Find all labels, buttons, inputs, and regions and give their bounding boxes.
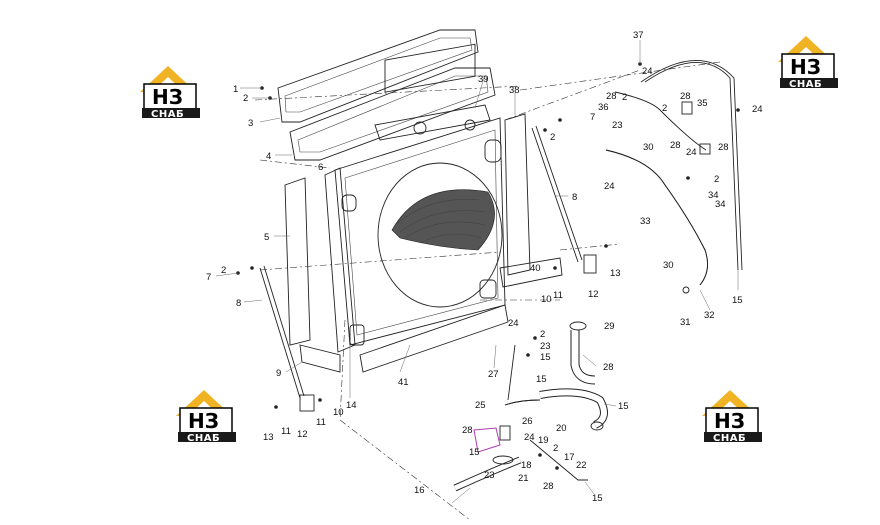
callout-labels: 1 2 3 4 5 6 7 2 8 9 13 11 12 10 11 14 39… — [206, 30, 763, 504]
callout-number: 41 — [398, 377, 409, 388]
brand-logo: НЗ СНАБ — [140, 66, 200, 120]
callout-number: 30 — [643, 142, 654, 153]
callout-number: 28 — [462, 425, 473, 436]
callout-number: 9 — [276, 368, 281, 379]
coolant-hoses-lower — [453, 321, 608, 492]
callout-number: 25 — [475, 400, 486, 411]
logo-subtitle: СНАБ — [789, 79, 822, 90]
side-panels — [284, 113, 563, 373]
callout-number: 15 — [536, 374, 547, 385]
logo-subtitle: СНАБ — [713, 433, 746, 444]
callout-number: 32 — [704, 310, 715, 321]
callout-number: 15 — [732, 295, 743, 306]
callout-number: 34 — [708, 190, 719, 201]
assembly-lines — [254, 61, 721, 521]
logo-word: НЗ — [152, 85, 183, 109]
upper-cover-plate — [277, 29, 496, 161]
callout-number: 40 — [530, 263, 541, 274]
callout-number: 16 — [414, 485, 425, 496]
callout-number: 28 — [606, 91, 617, 102]
callout-number: 23 — [540, 341, 551, 352]
callout-number: 38 — [509, 85, 520, 96]
callout-number: 24 — [752, 104, 763, 115]
callout-number: 20 — [556, 423, 567, 434]
coolant-hoses-upper — [605, 60, 743, 294]
callout-number: 24 — [604, 181, 615, 192]
callout-number: 2 — [243, 93, 248, 104]
callout-number: 5 — [264, 232, 269, 243]
callout-number: 3 — [248, 118, 253, 129]
callout-number: 8 — [572, 192, 577, 203]
callout-number: 12 — [297, 429, 308, 440]
callout-number: 15 — [540, 352, 551, 363]
cooling-fan — [377, 162, 503, 308]
callout-number: 26 — [522, 416, 533, 427]
callout-number: 17 — [564, 452, 575, 463]
callout-number: 1 — [233, 84, 238, 95]
callout-number: 29 — [604, 321, 615, 332]
callout-number: 2 — [553, 443, 558, 454]
callout-number: 6 — [318, 162, 323, 173]
callout-number: 13 — [610, 268, 621, 279]
callout-number: 11 — [281, 426, 291, 437]
callout-number: 23 — [612, 120, 623, 131]
callout-number: 28 — [718, 142, 729, 153]
logo-word: НЗ — [188, 409, 219, 433]
callout-number: 24 — [508, 318, 519, 329]
callout-number: 21 — [518, 473, 529, 484]
logo-subtitle: СНАБ — [151, 109, 184, 120]
callout-number: 15 — [592, 493, 603, 504]
logo-subtitle: СНАБ — [187, 433, 220, 444]
callout-number: 10 — [541, 294, 552, 305]
callout-number: 12 — [588, 289, 599, 300]
callout-number: 28 — [680, 91, 691, 102]
callout-number: 34 — [715, 199, 726, 210]
callout-number: 36 — [598, 102, 609, 113]
callout-number: 28 — [543, 481, 554, 492]
callout-number: 33 — [640, 216, 651, 227]
callout-number: 24 — [686, 147, 697, 158]
callout-number: 24 — [524, 432, 535, 443]
callout-number: 37 — [633, 30, 644, 41]
callout-number: 19 — [538, 435, 549, 446]
support-rods — [259, 125, 597, 412]
callout-number: 28 — [670, 140, 681, 151]
callout-number: 15 — [618, 401, 629, 412]
callout-number: 2 — [662, 103, 667, 114]
callout-number: 15 — [469, 447, 480, 458]
callout-number: 30 — [663, 260, 674, 271]
callout-number: 11 — [553, 290, 563, 301]
callout-number: 7 — [590, 112, 595, 123]
callout-number: 2 — [221, 265, 226, 276]
fasteners — [236, 62, 740, 470]
callout-number: 28 — [603, 362, 614, 373]
callout-number: 31 — [680, 317, 691, 328]
callout-number: 39 — [478, 74, 489, 85]
logo-word: НЗ — [790, 55, 821, 79]
brand-logo: НЗ СНАБ — [176, 390, 236, 444]
callout-number: 22 — [576, 460, 587, 471]
callout-number: 35 — [697, 98, 708, 109]
callout-number: 2 — [714, 174, 719, 185]
callout-number: 13 — [263, 432, 274, 443]
callout-number: 11 — [316, 417, 326, 428]
callout-number: 24 — [642, 66, 653, 77]
leader-lines — [215, 40, 739, 504]
callout-number: 27 — [488, 369, 499, 380]
callout-number: 2 — [622, 92, 627, 103]
callout-number: 7 — [206, 272, 211, 283]
callout-number: 10 — [333, 407, 344, 418]
logo-word: НЗ — [714, 409, 745, 433]
callout-number: 23 — [484, 470, 495, 481]
callout-number: 8 — [236, 298, 241, 309]
callout-number: 2 — [540, 329, 545, 340]
callout-number: 14 — [346, 400, 357, 411]
callout-number: 2 — [550, 132, 555, 143]
callout-number: 18 — [521, 460, 532, 471]
callout-number: 4 — [266, 151, 271, 162]
brand-logo: НЗ СНАБ — [778, 36, 838, 90]
brand-logo: НЗ СНАБ — [702, 390, 762, 444]
